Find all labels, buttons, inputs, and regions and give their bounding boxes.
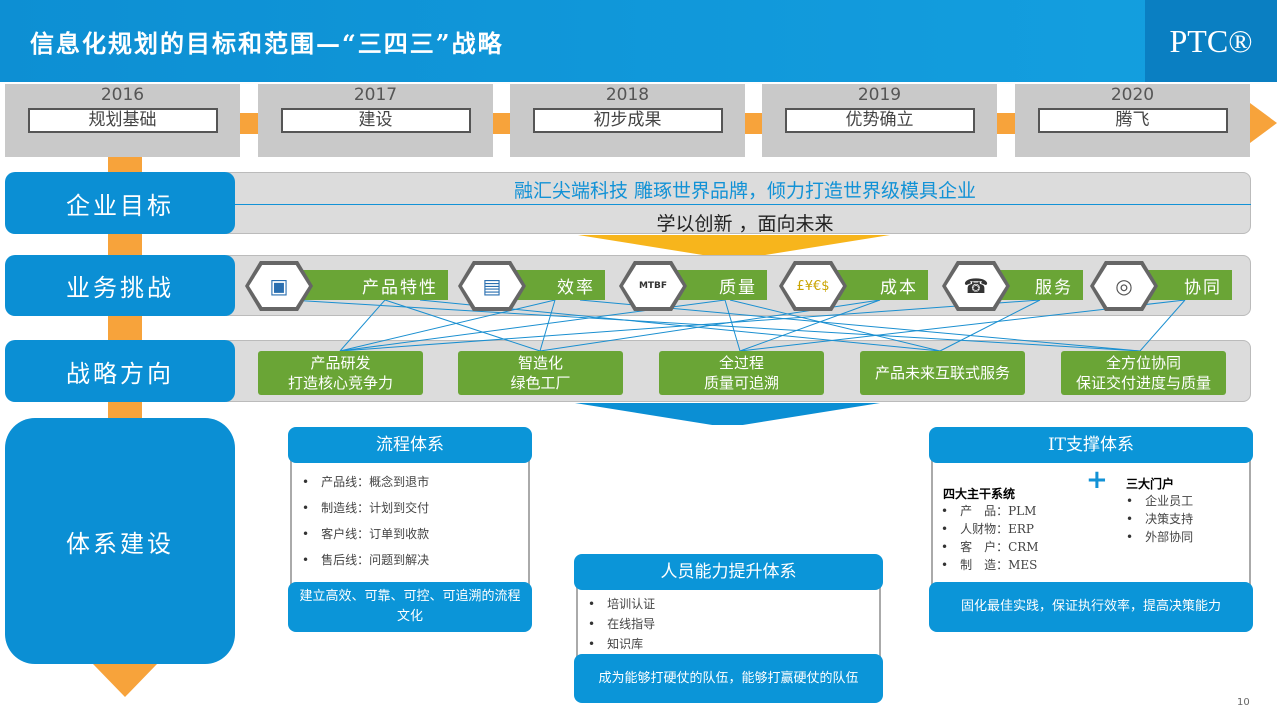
- timeline-2017: 2017 建设: [258, 84, 493, 157]
- slide-title: 信息化规划的目标和范围—“三四三”战略: [30, 29, 504, 58]
- list-item: 产 品：PLM: [941, 502, 1039, 520]
- strategy-service: 产品未来互联式服务: [860, 351, 1025, 395]
- row-label-strategy: 战略方向: [5, 340, 235, 402]
- list-item: 知识库: [588, 634, 879, 654]
- strategy-collab: 全方位协同保证交付进度与质量: [1061, 351, 1226, 395]
- strategy-line: 绿色工厂: [510, 374, 571, 392]
- it-card: 四大主干系统 产 品：PLM 人财物：ERP 客 户：CRM 制 造：MES +…: [931, 455, 1251, 595]
- slide-header: [0, 0, 1277, 82]
- strategy-line: 产品未来互联式服务: [874, 364, 1010, 382]
- it-footer: 固化最佳实践，保证执行效率，提高决策能力: [929, 582, 1253, 632]
- row-label-goal: 企业目标: [5, 172, 235, 234]
- circuit-chip-icon: ▣: [245, 261, 313, 311]
- timeline-2019: 2019 优势确立: [762, 84, 997, 157]
- people-card: 培训认证 在线指导 知识库: [576, 580, 881, 660]
- page-number: 10: [1237, 697, 1250, 708]
- phase-label: 腾飞: [1037, 108, 1228, 133]
- timeline-2020: 2020 腾飞: [1015, 84, 1250, 157]
- row-label-challenge: 业务挑战: [5, 255, 235, 316]
- strategy-quality: 全过程质量可追溯: [659, 351, 824, 395]
- list-item: 决策支持: [1126, 510, 1193, 528]
- year: 2020: [1110, 85, 1155, 105]
- divider: [235, 204, 1251, 205]
- it-title: IT支撑体系: [929, 427, 1253, 463]
- list-item: 人财物：ERP: [941, 520, 1039, 538]
- list-item: 客 户：CRM: [941, 538, 1039, 556]
- challenge-product: 产品特性: [290, 270, 448, 300]
- mtbf-curve-icon: MTBF: [619, 261, 687, 311]
- down-arrow: [93, 664, 157, 697]
- year: 2018: [605, 85, 650, 105]
- strategy-line: 质量可追溯: [703, 374, 779, 392]
- strategy-line: 保证交付进度与质量: [1075, 374, 1211, 392]
- year: 2016: [100, 85, 145, 105]
- year: 2019: [857, 85, 902, 105]
- strategy-line: 全过程: [718, 354, 764, 372]
- timeline-2018: 2018 初步成果: [510, 84, 745, 157]
- list-item: 制 造：MES: [941, 556, 1039, 574]
- plus-icon: +: [1086, 465, 1108, 495]
- core-systems-title: 四大主干系统: [943, 487, 1016, 501]
- phase-label: 规划基础: [27, 108, 218, 133]
- goal-motto: 学以创新 ，面向未来: [656, 213, 834, 235]
- timeline-arrowhead: [1250, 103, 1277, 143]
- currency-icon: £¥€$: [779, 261, 847, 311]
- strategy-line: 智造化: [517, 354, 563, 372]
- list-item: 售后线：问题到解决: [302, 547, 528, 573]
- row-label-system: 体系建设: [5, 418, 235, 664]
- phase-label: 优势确立: [784, 108, 975, 133]
- process-card: 产品线：概念到退市 制造线：计划到交付 客户线：订单到收款 售后线：问题到解决: [290, 455, 530, 595]
- phase-label: 初步成果: [532, 108, 723, 133]
- list-item: 培训认证: [588, 594, 879, 614]
- year: 2017: [353, 85, 398, 105]
- support-headset-icon: ☎: [942, 261, 1010, 311]
- strategy-line: 打造核心竞争力: [287, 374, 393, 392]
- list-item: 在线指导: [588, 614, 879, 634]
- strategy-line: 全方位协同: [1105, 354, 1181, 372]
- goal-vision: 融汇尖端科技 雕琢世界品牌，倾力打造世界级模具企业: [513, 180, 977, 202]
- portals-title: 三大门户: [1126, 477, 1175, 491]
- list-item: 企业员工: [1126, 492, 1193, 510]
- list-item: 外部协同: [1126, 528, 1193, 546]
- strategy-rnd: 产品研发打造核心竞争力: [258, 351, 423, 395]
- goal-band: [220, 172, 1251, 234]
- ptc-logo: PTC®: [1145, 0, 1277, 82]
- process-footer: 建立高效、可靠、可控、可追溯的流程文化: [288, 582, 532, 632]
- gantt-chart-icon: ▤: [458, 261, 526, 311]
- list-item: 制造线：计划到交付: [302, 495, 528, 521]
- timeline-2016: 2016 规划基础: [5, 84, 240, 157]
- strategy-smart: 智造化绿色工厂: [458, 351, 623, 395]
- list-item: 产品线：概念到退市: [302, 469, 528, 495]
- list-item: 客户线：订单到收款: [302, 521, 528, 547]
- global-network-icon: ◎: [1090, 261, 1158, 311]
- strategy-line: 产品研发: [310, 354, 371, 372]
- people-footer: 成为能够打硬仗的队伍，能够打赢硬仗的队伍: [574, 654, 883, 703]
- process-title: 流程体系: [288, 427, 532, 463]
- phase-label: 建设: [280, 108, 471, 133]
- challenge-quality: 质量: [665, 270, 767, 300]
- people-title: 人员能力提升体系: [574, 554, 883, 590]
